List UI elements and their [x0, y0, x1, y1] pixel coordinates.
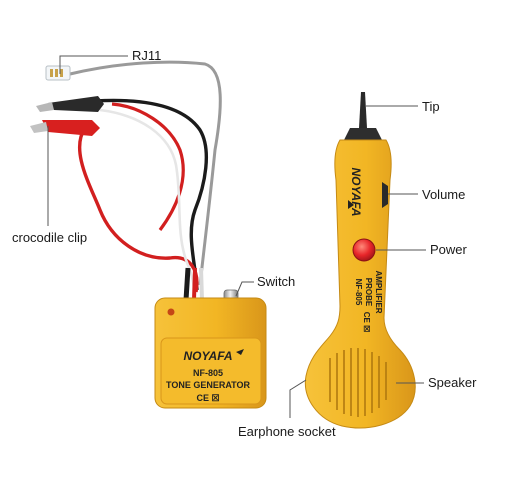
crocodile-clip-red	[30, 96, 104, 136]
leader-lines	[47, 55, 426, 418]
test-leads	[69, 60, 222, 301]
rj11-cable	[69, 60, 222, 286]
label-tip: Tip	[422, 99, 440, 114]
black-wire	[94, 98, 209, 291]
red-wire	[78, 127, 199, 293]
label-volume: Volume	[422, 187, 466, 202]
label-earphone-socket: Earphone socket	[238, 424, 336, 439]
speaker-grille	[329, 348, 387, 417]
power-button	[352, 238, 376, 262]
probe-brand: NOYAFA	[349, 167, 363, 216]
generator-name: TONE GENERATOR	[166, 380, 251, 390]
label-switch: Switch	[257, 274, 296, 289]
leader-earphone	[289, 379, 307, 418]
amplifier-probe: NOYAFA AMPLIFIER PROBE NF-805 CE ☒	[304, 92, 416, 429]
label-rj11: RJ11	[132, 48, 162, 63]
led-indicator	[167, 308, 175, 316]
probe-text-probe: PROBE	[364, 278, 373, 307]
probe-marks: CE ☒	[362, 312, 371, 333]
rj11-plug	[45, 65, 71, 81]
probe-model: NF-805	[354, 279, 363, 306]
label-speaker: Speaker	[428, 375, 477, 390]
leader-switch	[235, 281, 254, 297]
generator-brand: NOYAFA	[183, 349, 232, 363]
red-wire-loop	[111, 102, 185, 231]
label-power: Power	[430, 242, 467, 257]
label-crocodile-clip: crocodile clip	[12, 230, 88, 245]
tone-generator: NOYAFA NF-805 TONE GENERATOR CE ☒	[154, 289, 267, 409]
volume-wheel	[382, 182, 388, 208]
leader-rj11	[59, 55, 128, 74]
probe-body	[304, 139, 416, 429]
white-wire	[99, 108, 196, 299]
probe-tip	[359, 92, 367, 128]
generator-marks: CE ☒	[196, 393, 219, 403]
generator-model: NF-805	[193, 368, 223, 378]
probe-text-amplifier: AMPLIFIER	[374, 270, 383, 313]
